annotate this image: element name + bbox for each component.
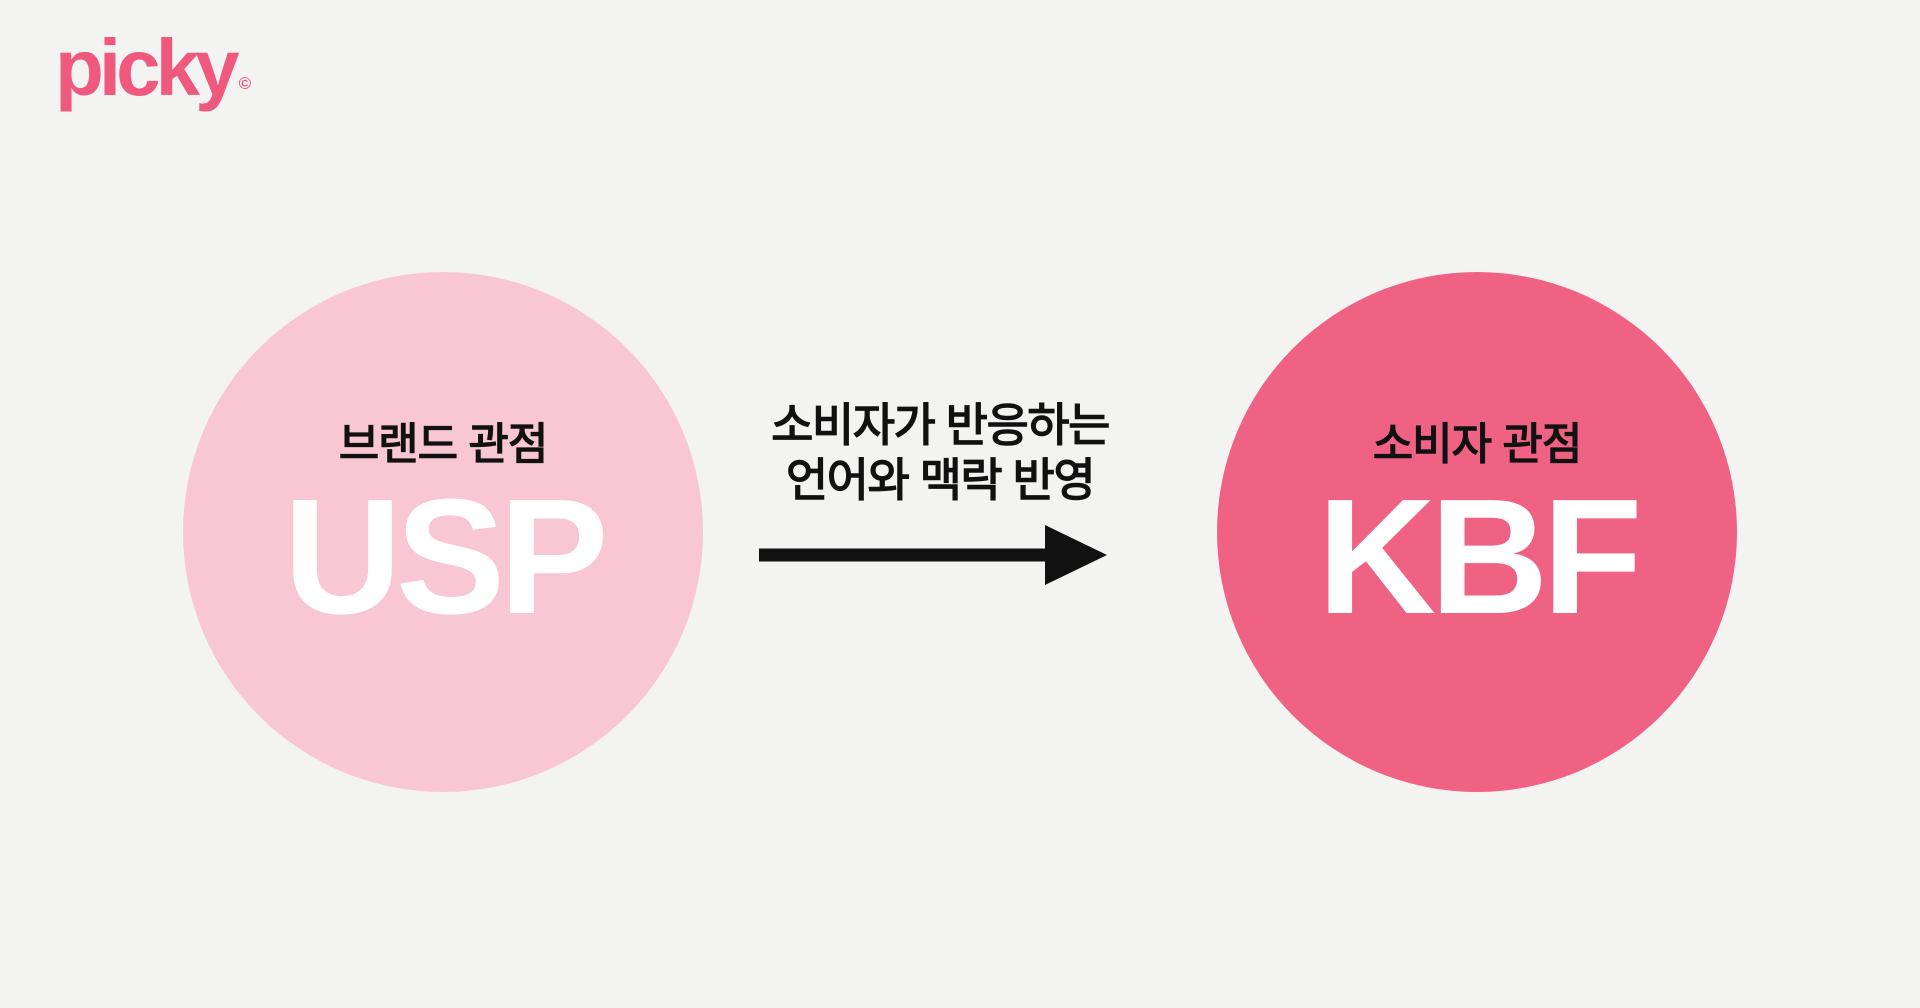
arrow-right-icon — [755, 520, 1111, 595]
picky-logo-text: picky — [55, 23, 240, 112]
picky-logo: picky© — [55, 28, 251, 108]
kbf-circle: 소비자 관점 KBF — [1217, 272, 1737, 792]
arrow-annotation-line-1: 소비자가 반응하는 — [771, 399, 1110, 451]
usp-circle-label: 브랜드 관점 — [338, 420, 549, 469]
kbf-circle-title: KBF — [1317, 465, 1642, 648]
kbf-circle-label: 소비자 관점 — [1372, 420, 1583, 469]
arrow-annotation: 소비자가 반응하는 언어와 맥락 반영 — [690, 398, 1190, 508]
usp-circle-title: USP — [283, 465, 608, 648]
copyright-icon: © — [238, 74, 252, 93]
usp-circle: 브랜드 관점 USP — [183, 272, 703, 792]
arrow-annotation-line-2: 언어와 맥락 반영 — [785, 454, 1096, 506]
